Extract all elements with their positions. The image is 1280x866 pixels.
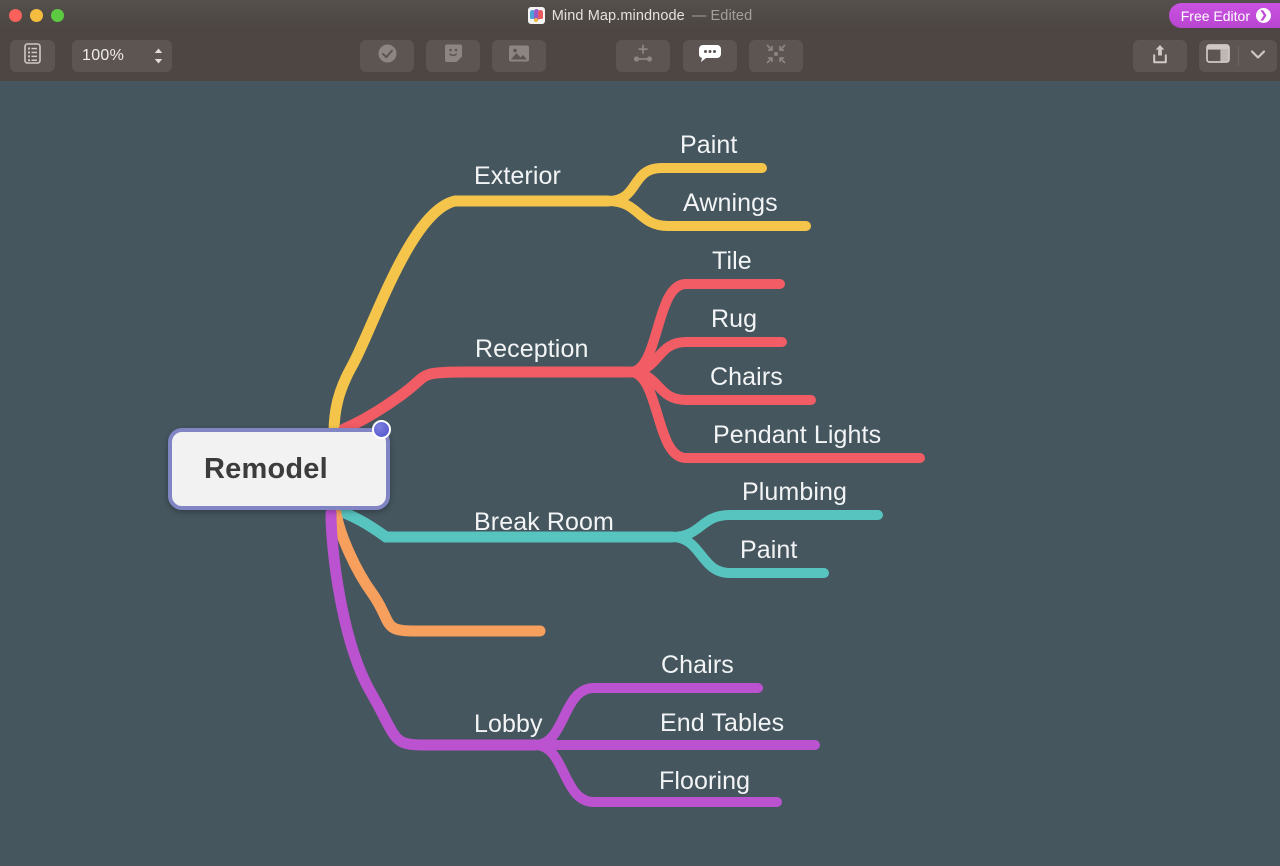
branch-line-reception bbox=[338, 279, 925, 463]
branch-line-untitled bbox=[330, 507, 546, 637]
outline-list-icon bbox=[24, 43, 41, 69]
outline-sidebar-button[interactable] bbox=[10, 40, 55, 72]
root-node[interactable]: Remodel bbox=[168, 428, 390, 510]
photo-icon bbox=[508, 44, 530, 68]
branch-line-break-room bbox=[334, 505, 883, 578]
root-node-label: Remodel bbox=[204, 452, 328, 485]
node-reception-pendant-lights[interactable]: Pendant Lights bbox=[713, 421, 882, 449]
branch-lines bbox=[325, 163, 925, 807]
zoom-level-value: 100% bbox=[82, 47, 125, 64]
connect-button[interactable] bbox=[616, 40, 670, 72]
note-bubble-icon bbox=[697, 44, 723, 68]
minimize-window-button[interactable] bbox=[30, 9, 43, 22]
chevron-right-circle-icon: ❯ bbox=[1256, 8, 1271, 23]
inspector-chevron-button[interactable] bbox=[1239, 40, 1278, 72]
inspector-button[interactable] bbox=[1199, 40, 1238, 72]
focus-button[interactable] bbox=[749, 40, 803, 72]
add-connection-icon bbox=[631, 43, 655, 70]
sticker-smiley-icon bbox=[443, 43, 464, 69]
close-window-button[interactable] bbox=[9, 9, 22, 22]
document-title: Mind Map.mindnode bbox=[551, 7, 685, 24]
window-controls bbox=[9, 9, 64, 22]
maximize-window-button[interactable] bbox=[51, 9, 64, 22]
mindnode-app-icon bbox=[527, 7, 545, 24]
node-exterior[interactable]: Exterior bbox=[474, 162, 561, 190]
note-button[interactable] bbox=[683, 40, 737, 72]
zoom-control[interactable]: 100% bbox=[72, 40, 172, 72]
zoom-stepper[interactable] bbox=[153, 47, 164, 65]
branch-line-lobby bbox=[325, 507, 820, 807]
inspector-panel-icon bbox=[1206, 44, 1231, 68]
checkmark-circle-icon bbox=[377, 43, 398, 69]
share-button[interactable] bbox=[1133, 40, 1187, 72]
node-lobby-end-tables[interactable]: End Tables bbox=[660, 709, 785, 737]
node-lobby[interactable]: Lobby bbox=[474, 710, 543, 738]
free-editor-label: Free Editor bbox=[1180, 7, 1250, 24]
focus-collapse-icon bbox=[765, 43, 787, 70]
node-reception-chairs[interactable]: Chairs bbox=[710, 363, 783, 391]
mindmap-canvas[interactable]: Remodel Exterior Paint Awnings Reception… bbox=[0, 81, 1280, 866]
node-break-room-plumbing[interactable]: Plumbing bbox=[742, 478, 848, 506]
node-reception-tile[interactable]: Tile bbox=[712, 247, 752, 275]
node-break-room-paint[interactable]: Paint bbox=[740, 536, 798, 564]
sticker-button[interactable] bbox=[426, 40, 480, 72]
node-break-room[interactable]: Break Room bbox=[474, 508, 614, 536]
toolbar: 100% bbox=[0, 31, 1280, 82]
node-lobby-flooring[interactable]: Flooring bbox=[659, 767, 751, 795]
title-bar: Mind Map.mindnode — Edited Free Editor ❯ bbox=[0, 0, 1280, 32]
inspector-toggle-group bbox=[1199, 40, 1277, 72]
node-lobby-chairs[interactable]: Chairs bbox=[661, 651, 734, 679]
document-edited-state: — Edited bbox=[691, 7, 753, 24]
free-editor-badge[interactable]: Free Editor ❯ bbox=[1168, 3, 1280, 28]
node-reception[interactable]: Reception bbox=[475, 335, 589, 363]
chevron-down-icon bbox=[1250, 47, 1266, 65]
divider bbox=[1237, 46, 1239, 66]
node-exterior-paint[interactable]: Paint bbox=[680, 131, 738, 159]
task-button[interactable] bbox=[360, 40, 414, 72]
image-button[interactable] bbox=[492, 40, 546, 72]
node-exterior-awnings[interactable]: Awnings bbox=[683, 189, 778, 217]
node-reception-rug[interactable]: Rug bbox=[711, 305, 758, 333]
window-title: Mind Map.mindnode — Edited bbox=[0, 0, 1280, 31]
branch-line-exterior bbox=[328, 163, 811, 439]
root-node-handle[interactable] bbox=[372, 420, 391, 439]
share-upload-icon bbox=[1151, 43, 1169, 70]
